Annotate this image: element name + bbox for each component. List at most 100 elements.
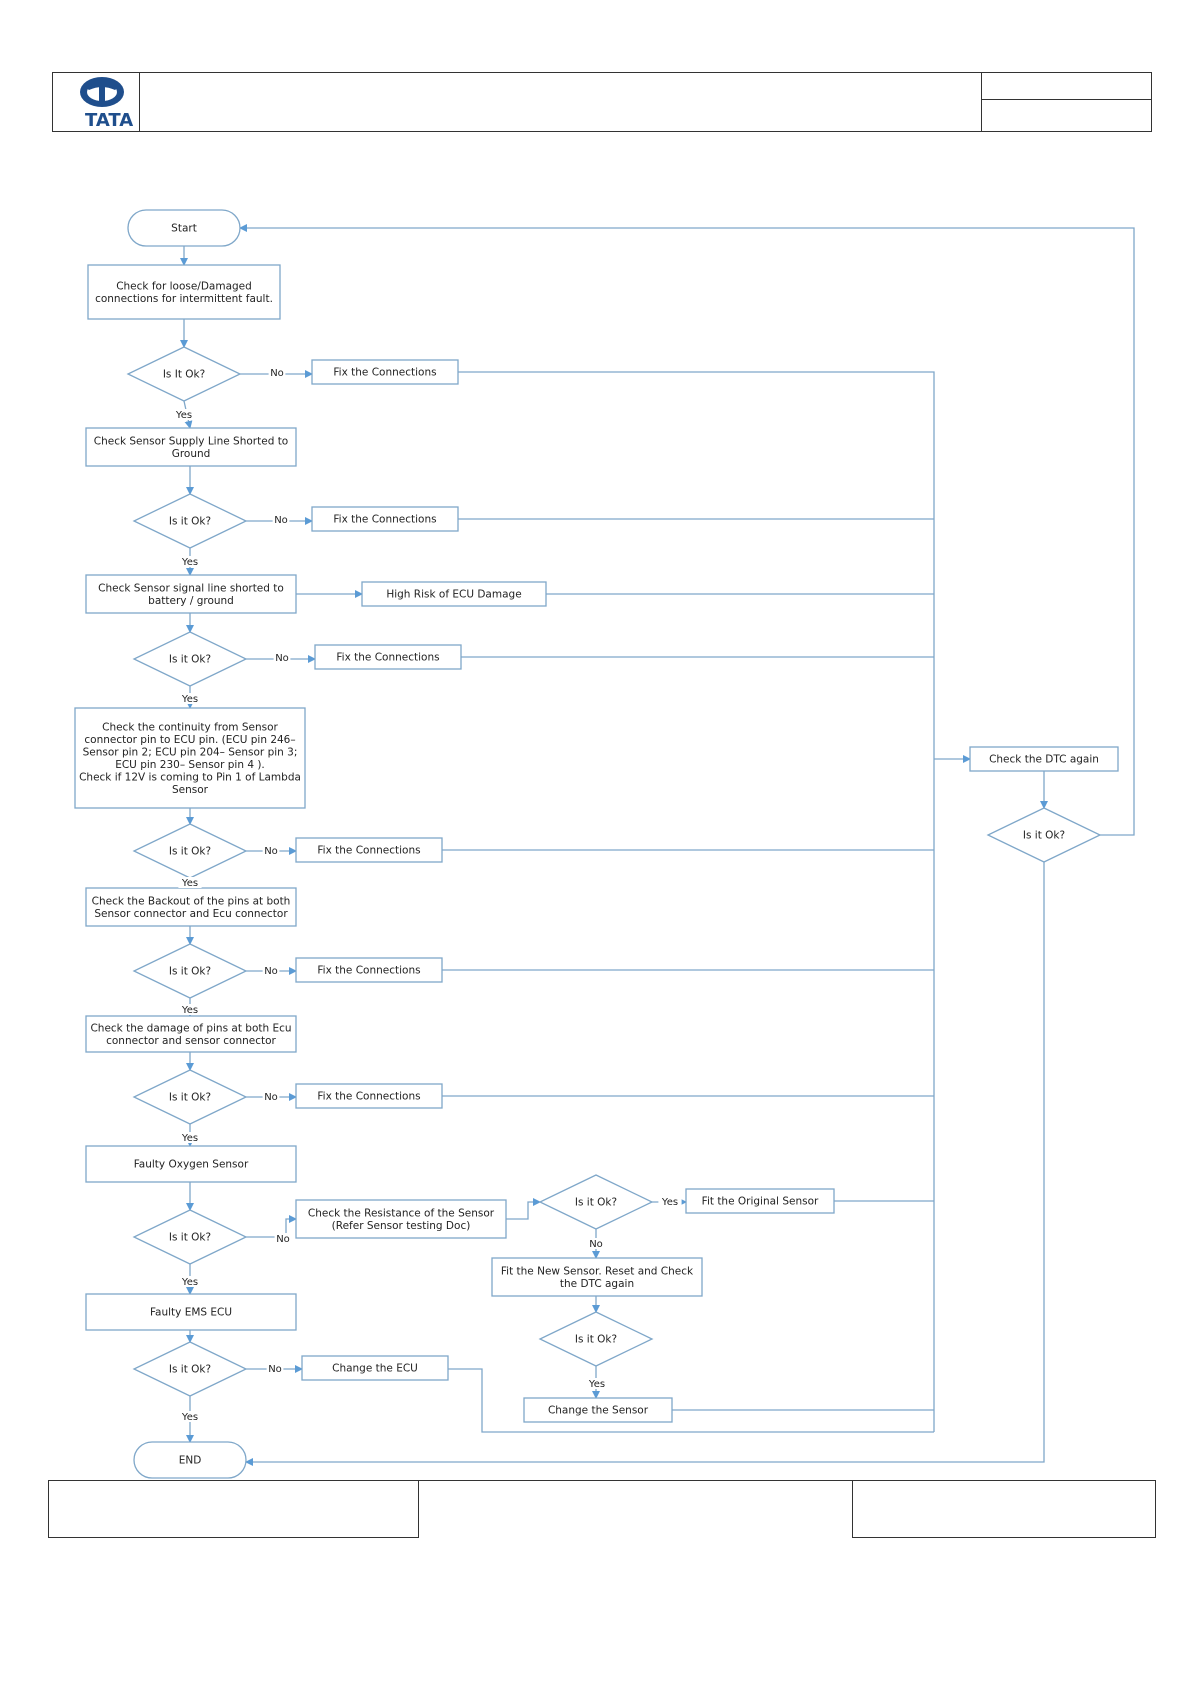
decision-shape <box>132 493 248 549</box>
edge-label-no: No <box>264 1092 278 1103</box>
flow-node-d11: Is it Ok? <box>986 807 1102 863</box>
flow-node-f4: Fix the Connections <box>295 837 443 863</box>
flow-node-fo: Fit the Original Sensor <box>685 1188 835 1214</box>
decision-shape <box>132 631 248 687</box>
process-shape <box>295 837 443 863</box>
node-text: Fit the Original Sensor <box>702 1196 819 1208</box>
edge-label-no: No <box>268 1364 282 1375</box>
node-text: Fix the Connections <box>336 652 439 664</box>
edge-label-yes: Yes <box>181 1277 198 1288</box>
node-text: Check the DTC again <box>989 754 1099 766</box>
flow-node-d6: Is it Ok? <box>132 1069 248 1125</box>
node-text: Fix the Connections <box>317 845 420 857</box>
node-text: Check the Backout of the pins at both <box>92 895 291 907</box>
flow-node-d8: Is it Ok? <box>538 1174 654 1230</box>
process-shape <box>85 574 297 614</box>
node-text: (Refer Sensor testing Doc) <box>332 1220 471 1232</box>
edge-label-yes: Yes <box>175 410 192 421</box>
flow-node-p4: Check the continuity from Sensorconnecto… <box>74 707 306 809</box>
node-text: Is it Ok? <box>1023 830 1065 842</box>
edge-label-background <box>178 1132 202 1143</box>
flow-node-cs: Change the Sensor <box>523 1397 673 1423</box>
flow-node-f3: Fix the Connections <box>314 644 462 670</box>
decision-shape <box>132 1069 248 1125</box>
edge-label-background <box>172 409 196 420</box>
decision-shape <box>132 1209 248 1265</box>
node-text: Start <box>171 223 197 235</box>
edge-label-background <box>272 514 290 525</box>
flow-node-p8: Faulty EMS ECU <box>85 1293 297 1331</box>
node-text: Is it Ok? <box>575 1197 617 1209</box>
node-text: Fix the Connections <box>317 1091 420 1103</box>
edge-label-background <box>178 1276 202 1287</box>
node-text: Is it Ok? <box>169 516 211 528</box>
edge-label-no: No <box>276 1234 290 1245</box>
node-text: Is it Ok? <box>169 846 211 858</box>
node-text: Sensor pin 2; ECU pin 204– Sensor pin 3; <box>83 746 298 758</box>
flow-node-start: Start <box>127 209 241 247</box>
flow-node-f2: Fix the Connections <box>311 506 459 532</box>
node-text: Fix the Connections <box>333 367 436 379</box>
flow-connector <box>246 1215 297 1238</box>
edge-label-no: No <box>264 846 278 857</box>
flow-node-f5: Fix the Connections <box>295 957 443 983</box>
process-shape <box>85 1015 297 1053</box>
edge-label-yes: Yes <box>661 1197 678 1208</box>
process-shape <box>85 427 297 467</box>
process-shape <box>685 1188 835 1214</box>
flow-node-d4: Is it Ok? <box>132 823 248 879</box>
flow-node-d2: Is it Ok? <box>132 493 248 549</box>
decision-shape <box>132 943 248 999</box>
flow-node-hr: High Risk of ECU Damage <box>361 581 547 607</box>
flow-node-p6: Check the damage of pins at both Ecuconn… <box>85 1015 297 1053</box>
process-shape <box>969 746 1119 772</box>
process-shape <box>314 644 462 670</box>
edge-label-background <box>585 1378 609 1389</box>
edge-label-yes: Yes <box>181 557 198 568</box>
node-text: Faulty Oxygen Sensor <box>134 1159 249 1171</box>
decision-shape <box>538 1311 654 1367</box>
flow-node-p3: Check Sensor signal line shorted tobatte… <box>85 574 297 614</box>
edge-label-background <box>587 1238 605 1249</box>
edge-label-no: No <box>589 1239 603 1250</box>
terminal-shape <box>127 209 241 247</box>
node-text: Check for loose/Damaged <box>116 280 252 292</box>
document-header: TATA <box>52 72 1152 132</box>
process-shape <box>491 1257 703 1297</box>
node-text: High Risk of ECU Damage <box>386 589 521 601</box>
node-text: Faulty EMS ECU <box>150 1307 232 1319</box>
flow-node-d9: Is it Ok? <box>538 1311 654 1367</box>
process-shape <box>85 1293 297 1331</box>
node-text: Check the continuity from Sensor <box>102 721 278 733</box>
terminal-shape <box>133 1441 247 1479</box>
edge-label-background <box>262 1091 280 1102</box>
edge-label-yes: Yes <box>181 878 198 889</box>
flow-node-d3: Is it Ok? <box>132 631 248 687</box>
process-shape <box>361 581 547 607</box>
node-text: Sensor <box>172 784 209 796</box>
process-shape <box>301 1355 449 1381</box>
node-text: connections for intermittent fault. <box>95 293 273 305</box>
node-text: Sensor connector and Ecu connector <box>94 908 288 920</box>
node-text: Change the Sensor <box>548 1405 649 1417</box>
flow-node-f6: Fix the Connections <box>295 1083 443 1109</box>
node-text: Change the ECU <box>332 1363 418 1375</box>
header-divider <box>981 99 1151 100</box>
node-text: Fix the Connections <box>317 965 420 977</box>
tata-logo-emblem-icon <box>80 77 124 107</box>
edge-label-yes: Yes <box>588 1379 605 1390</box>
header-divider <box>981 73 982 131</box>
flow-connector <box>239 224 1135 836</box>
process-shape <box>523 1397 673 1423</box>
node-text: Check Sensor signal line shorted to <box>98 582 284 594</box>
footer-cell-right <box>852 1480 1156 1538</box>
edge-label-no: No <box>264 966 278 977</box>
node-text: Check the damage of pins at both Ecu <box>90 1022 291 1034</box>
process-shape <box>311 359 459 385</box>
flow-node-end: END <box>133 1441 247 1479</box>
flow-node-p2: Check Sensor Supply Line Shorted toGroun… <box>85 427 297 467</box>
flow-node-f1: Fix the Connections <box>311 359 459 385</box>
edge-label-yes: Yes <box>181 1005 198 1016</box>
tata-logo-wordmark: TATA <box>85 110 134 131</box>
